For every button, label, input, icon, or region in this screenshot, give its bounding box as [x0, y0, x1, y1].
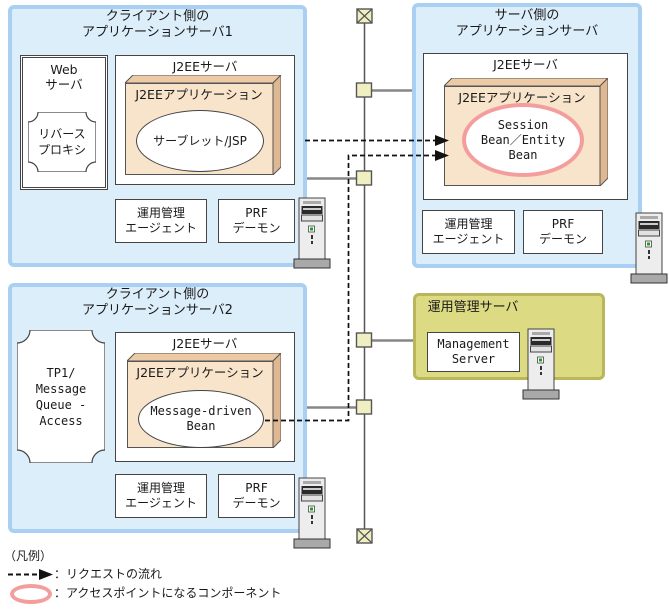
- j2ee-application-label-1: J2EEアプリケーション: [135, 87, 263, 102]
- web-server-title: Web サーバ: [45, 62, 83, 92]
- web-server-box-inner-border: [22, 57, 106, 188]
- panel-client1-title: クライアント側の アプリケーションサーバ1: [82, 9, 233, 40]
- prf-daemon-box-1: PRF デーモン: [218, 199, 295, 243]
- message-driven-bean-ellipse: Message-driven Bean: [138, 390, 264, 448]
- mgmt-agent-box-1: 運用管理 エージェント: [115, 199, 207, 243]
- prf-daemon-box-right: PRF デーモン: [523, 210, 603, 254]
- plaque-outline: [28, 112, 96, 172]
- legend-request-flow-label: ：リクエストの流れ: [54, 567, 163, 581]
- network-node-icon: [356, 8, 373, 24]
- j2ee-application-label-2: J2EEアプリケーション: [136, 365, 264, 380]
- session-entity-bean-ellipse: Session Bean／Entity Bean: [462, 103, 584, 177]
- server-tower-icon: [293, 197, 331, 269]
- j2ee-application-label-right: J2EEアプリケーション: [458, 90, 586, 105]
- legend-access-point-label: ：アクセスポイントになるコンポーネント: [54, 586, 282, 600]
- panel-server-title: サーバ側の アプリケーションサーバ: [455, 8, 599, 39]
- panel-client2-title: クライアント側の アプリケーションサーバ2: [82, 287, 233, 318]
- servlet-jsp-ellipse: サーブレット/JSP: [136, 110, 264, 172]
- reverse-proxy-label: リバース プロキシ: [37, 127, 86, 157]
- plaque-outline: [17, 330, 105, 463]
- j2ee-server-title-2: J2EEサーバ: [172, 336, 238, 351]
- j2ee-server-title-1: J2EEサーバ: [172, 59, 238, 74]
- tp1-label: TP1/ Message Queue - Access: [35, 365, 87, 428]
- network-connector-icon: [355, 82, 373, 98]
- mgmt-agent-box-right: 運用管理 エージェント: [422, 210, 515, 254]
- server-tower-icon: [293, 477, 331, 549]
- server-tower-icon: [630, 212, 668, 284]
- server-tower-icon: [522, 328, 560, 400]
- prf-daemon-box-2: PRF デーモン: [218, 474, 295, 518]
- network-connector-icon: [355, 332, 373, 348]
- j2ee-server-title-right: J2EEサーバ: [493, 57, 558, 72]
- management-server-box: Management Server: [427, 332, 520, 372]
- network-connector-icon: [355, 399, 373, 415]
- request-flow-arrow-icon: [8, 569, 53, 580]
- access-point-ellipse-icon: [10, 584, 52, 604]
- reverse-proxy-shape: リバース プロキシ: [28, 112, 96, 172]
- mgmt-agent-box-2: 運用管理 エージェント: [115, 474, 207, 518]
- network-node-icon: [356, 528, 373, 544]
- legend-heading: （凡例）: [4, 549, 53, 563]
- tp1-message-queue-shape: TP1/ Message Queue - Access: [17, 330, 105, 463]
- management-server-title: 運用管理サーバ: [427, 300, 519, 315]
- network-connector-icon: [355, 170, 373, 186]
